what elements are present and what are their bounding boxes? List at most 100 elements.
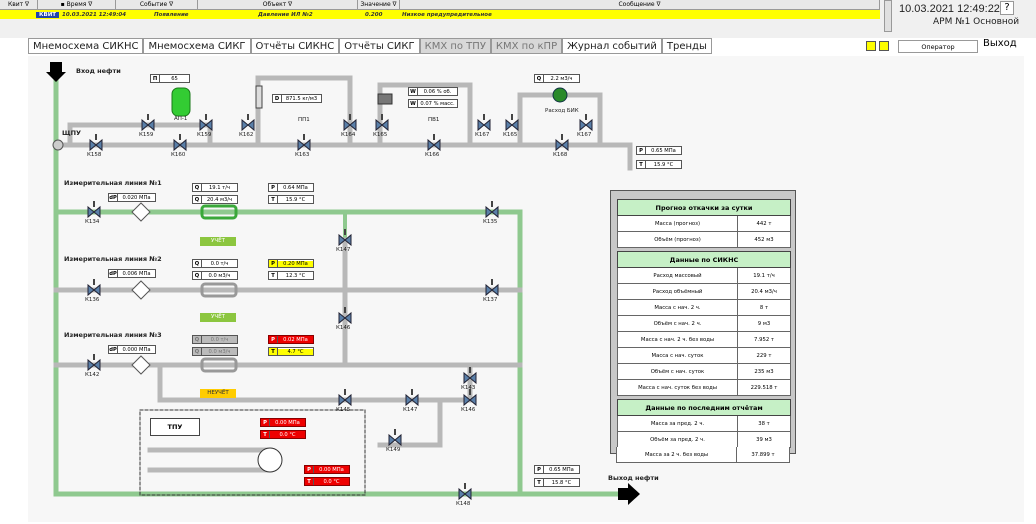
valve-label[interactable]: К165 bbox=[373, 132, 388, 138]
valve-stem bbox=[344, 389, 346, 395]
valve-label[interactable]: К136 bbox=[85, 297, 100, 303]
line3-filter-icon bbox=[131, 355, 151, 375]
valve-label[interactable]: К160 bbox=[171, 152, 186, 158]
tab-trends[interactable]: Тренды bbox=[661, 38, 712, 54]
valve-label[interactable]: К166 bbox=[425, 152, 440, 158]
sound-button[interactable] bbox=[866, 41, 876, 51]
event-row[interactable]: КВИТ 10.03.2021 12:49:04 Появление Давле… bbox=[0, 10, 880, 19]
valve-label[interactable]: К158 bbox=[87, 152, 102, 158]
valve-label[interactable]: К167 bbox=[577, 132, 592, 138]
operator-button[interactable]: Оператор bbox=[898, 40, 978, 53]
tab-sikns-scheme[interactable]: Мнемосхема СИКНС bbox=[28, 38, 144, 54]
valve-label[interactable]: К167 bbox=[475, 132, 490, 138]
tpu-button[interactable]: ТПУ bbox=[150, 418, 200, 436]
valve-label[interactable]: К162 bbox=[239, 132, 254, 138]
valve-label[interactable]: К146 bbox=[461, 407, 476, 413]
valve-label[interactable]: К148 bbox=[456, 501, 471, 507]
tab-kmh-kpr[interactable]: КМХ по кПР bbox=[490, 38, 563, 54]
valve-stem bbox=[344, 229, 346, 235]
valve-icon bbox=[343, 118, 357, 132]
col-ack[interactable]: Квит ∇ bbox=[0, 0, 38, 9]
valve-icon bbox=[241, 118, 255, 132]
tab-sikg-reports[interactable]: Отчёты СИКГ bbox=[339, 38, 420, 54]
valve-stem bbox=[95, 134, 97, 140]
ack-all-button[interactable] bbox=[879, 41, 889, 51]
valve-label[interactable]: К168 bbox=[553, 152, 568, 158]
ack-badge[interactable]: КВИТ bbox=[36, 11, 60, 18]
oil-out-label: Выход нефти bbox=[608, 474, 659, 482]
line3-title: Измерительная линия №3 bbox=[64, 331, 162, 339]
help-button[interactable]: ? bbox=[1000, 1, 1014, 15]
bik-label: Расход БИК bbox=[545, 108, 579, 114]
col-event[interactable]: Событие ∇ bbox=[116, 0, 198, 9]
valve-label[interactable]: К145 bbox=[336, 407, 351, 413]
valve-icon bbox=[87, 205, 101, 219]
col-value[interactable]: Значение ∇ bbox=[358, 0, 400, 9]
valve-label[interactable]: К165 bbox=[503, 132, 518, 138]
valve-stem bbox=[93, 201, 95, 207]
event-scrollbar[interactable] bbox=[884, 0, 892, 32]
valve-label[interactable]: К134 bbox=[85, 219, 100, 225]
tab-event-log[interactable]: Журнал событий bbox=[562, 38, 662, 54]
exit-button[interactable]: Выход bbox=[983, 38, 1017, 49]
valve-icon bbox=[388, 433, 402, 447]
tab-sikg-scheme[interactable]: Мнемосхема СИКГ bbox=[143, 38, 251, 54]
valve-icon bbox=[173, 138, 187, 152]
valve-label[interactable]: К149 bbox=[386, 447, 401, 453]
valve-label[interactable]: К146 bbox=[336, 325, 351, 331]
valve-label[interactable]: К164 bbox=[341, 132, 356, 138]
valve-stem bbox=[585, 114, 587, 120]
valve-icon bbox=[427, 138, 441, 152]
tab-sikns-reports[interactable]: Отчёты СИКНС bbox=[250, 38, 340, 54]
valve-icon bbox=[405, 393, 419, 407]
valve-label[interactable]: К147 bbox=[336, 247, 351, 253]
valve-label[interactable]: К147 bbox=[403, 407, 418, 413]
valve-label[interactable]: К159 bbox=[139, 132, 154, 138]
valve-label[interactable]: К163 bbox=[295, 152, 310, 158]
col-object[interactable]: Объект ∇ bbox=[198, 0, 358, 9]
tab-kmh-tpu[interactable]: КМХ по ТПУ bbox=[419, 38, 491, 54]
line1-flowmeter-icon bbox=[200, 204, 238, 220]
valve-label[interactable]: К143 bbox=[461, 385, 476, 391]
valve-label[interactable]: К142 bbox=[85, 372, 100, 378]
valve-stem bbox=[179, 134, 181, 140]
valve-label[interactable]: К159 bbox=[197, 132, 212, 138]
valve-label[interactable]: К135 bbox=[483, 219, 498, 225]
col-time[interactable]: ▪ Время ∇ bbox=[38, 0, 116, 9]
col-message[interactable]: Сообщение ∇ bbox=[400, 0, 880, 9]
valve-label[interactable]: К137 bbox=[483, 297, 498, 303]
valve-icon bbox=[338, 233, 352, 247]
bik-flowmeter-icon bbox=[552, 87, 568, 103]
